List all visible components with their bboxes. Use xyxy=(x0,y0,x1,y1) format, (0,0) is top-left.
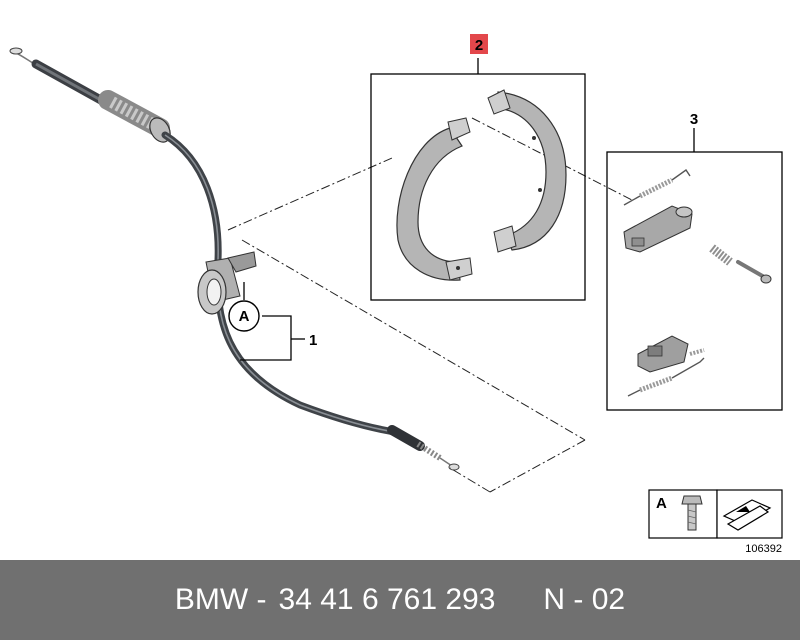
callout-1-label: 1 xyxy=(309,332,317,349)
installation-arrow-icon xyxy=(722,499,772,531)
banner-part-number: 34 41 6 761 293 xyxy=(278,583,496,616)
callout-3-label: 3 xyxy=(690,111,698,128)
brake-shoe-right xyxy=(487,89,567,253)
callout-a-label: A xyxy=(239,308,250,325)
parts-diagram: A 1 2 3 xyxy=(9,34,783,555)
return-spring-lower xyxy=(627,348,705,397)
banner-brand: BMW - xyxy=(174,583,267,616)
adjuster-upper xyxy=(623,205,693,253)
legend-marker-label: A xyxy=(656,495,667,512)
cable-rear-end xyxy=(387,425,460,471)
brake-shoe-left xyxy=(396,117,473,281)
hardware-kit-group: 3 xyxy=(606,111,783,411)
item-1-bracket xyxy=(240,282,305,361)
bolt-icon xyxy=(681,495,703,531)
hold-down-spring xyxy=(709,244,733,266)
part-number-banner: BMW - 34 41 6 761 293 N - 02 xyxy=(0,560,800,640)
parking-brake-cable xyxy=(9,47,460,471)
item-3-box xyxy=(606,151,783,411)
hold-down-pin xyxy=(736,260,772,284)
callout-2-label: 2 xyxy=(475,37,483,54)
return-spring-upper xyxy=(623,169,691,206)
legend-box: A xyxy=(648,489,783,539)
cable-mounting-bracket xyxy=(197,251,257,315)
callout-a-circle xyxy=(228,300,260,332)
adjuster-lower xyxy=(637,335,689,373)
brake-shoes-group: 2 xyxy=(370,34,586,301)
image-number: 106392 xyxy=(745,543,782,555)
cable-spring-housing xyxy=(98,90,171,143)
banner-variant: N - 02 xyxy=(543,583,626,616)
item-2-highlight xyxy=(470,34,488,54)
